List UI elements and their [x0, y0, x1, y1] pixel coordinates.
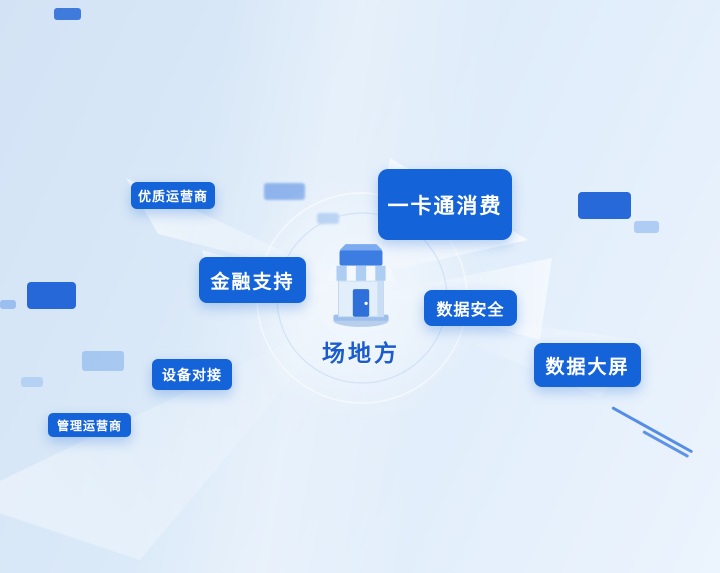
node-label: 数据安全 [436, 302, 505, 319]
node-card-consumption: 一卡通消费 [378, 169, 512, 240]
node-label: 一卡通消费 [387, 194, 503, 218]
node-data-security: 数据安全 [424, 290, 517, 326]
node-label: 管理运营商 [56, 418, 122, 433]
decor-rect [82, 351, 124, 371]
decor-line [611, 406, 694, 454]
decor-rect [54, 8, 81, 20]
decor-rect [634, 221, 659, 233]
decor-rect [317, 213, 339, 224]
decor-rect [0, 300, 16, 309]
decor-rect [264, 183, 305, 200]
node-premium-operator: 优质运营商 [131, 182, 215, 209]
node-label: 设备对接 [162, 366, 222, 383]
node-label: 优质运营商 [137, 189, 208, 204]
node-device-connection: 设备对接 [152, 359, 232, 390]
node-financial-support: 金融支持 [199, 257, 306, 303]
node-label: 数据大屏 [545, 356, 630, 378]
node-management-operator: 管理运营商 [48, 413, 131, 437]
center-node: 场地方 [303, 238, 419, 368]
decor-rect [578, 192, 631, 219]
node-data-dashboard: 数据大屏 [534, 343, 641, 387]
center-label: 场地方 [322, 340, 400, 366]
decor-rect [21, 377, 43, 387]
decor-rect [27, 282, 76, 309]
storefront-icon [327, 244, 395, 327]
node-label: 金融支持 [210, 271, 295, 293]
